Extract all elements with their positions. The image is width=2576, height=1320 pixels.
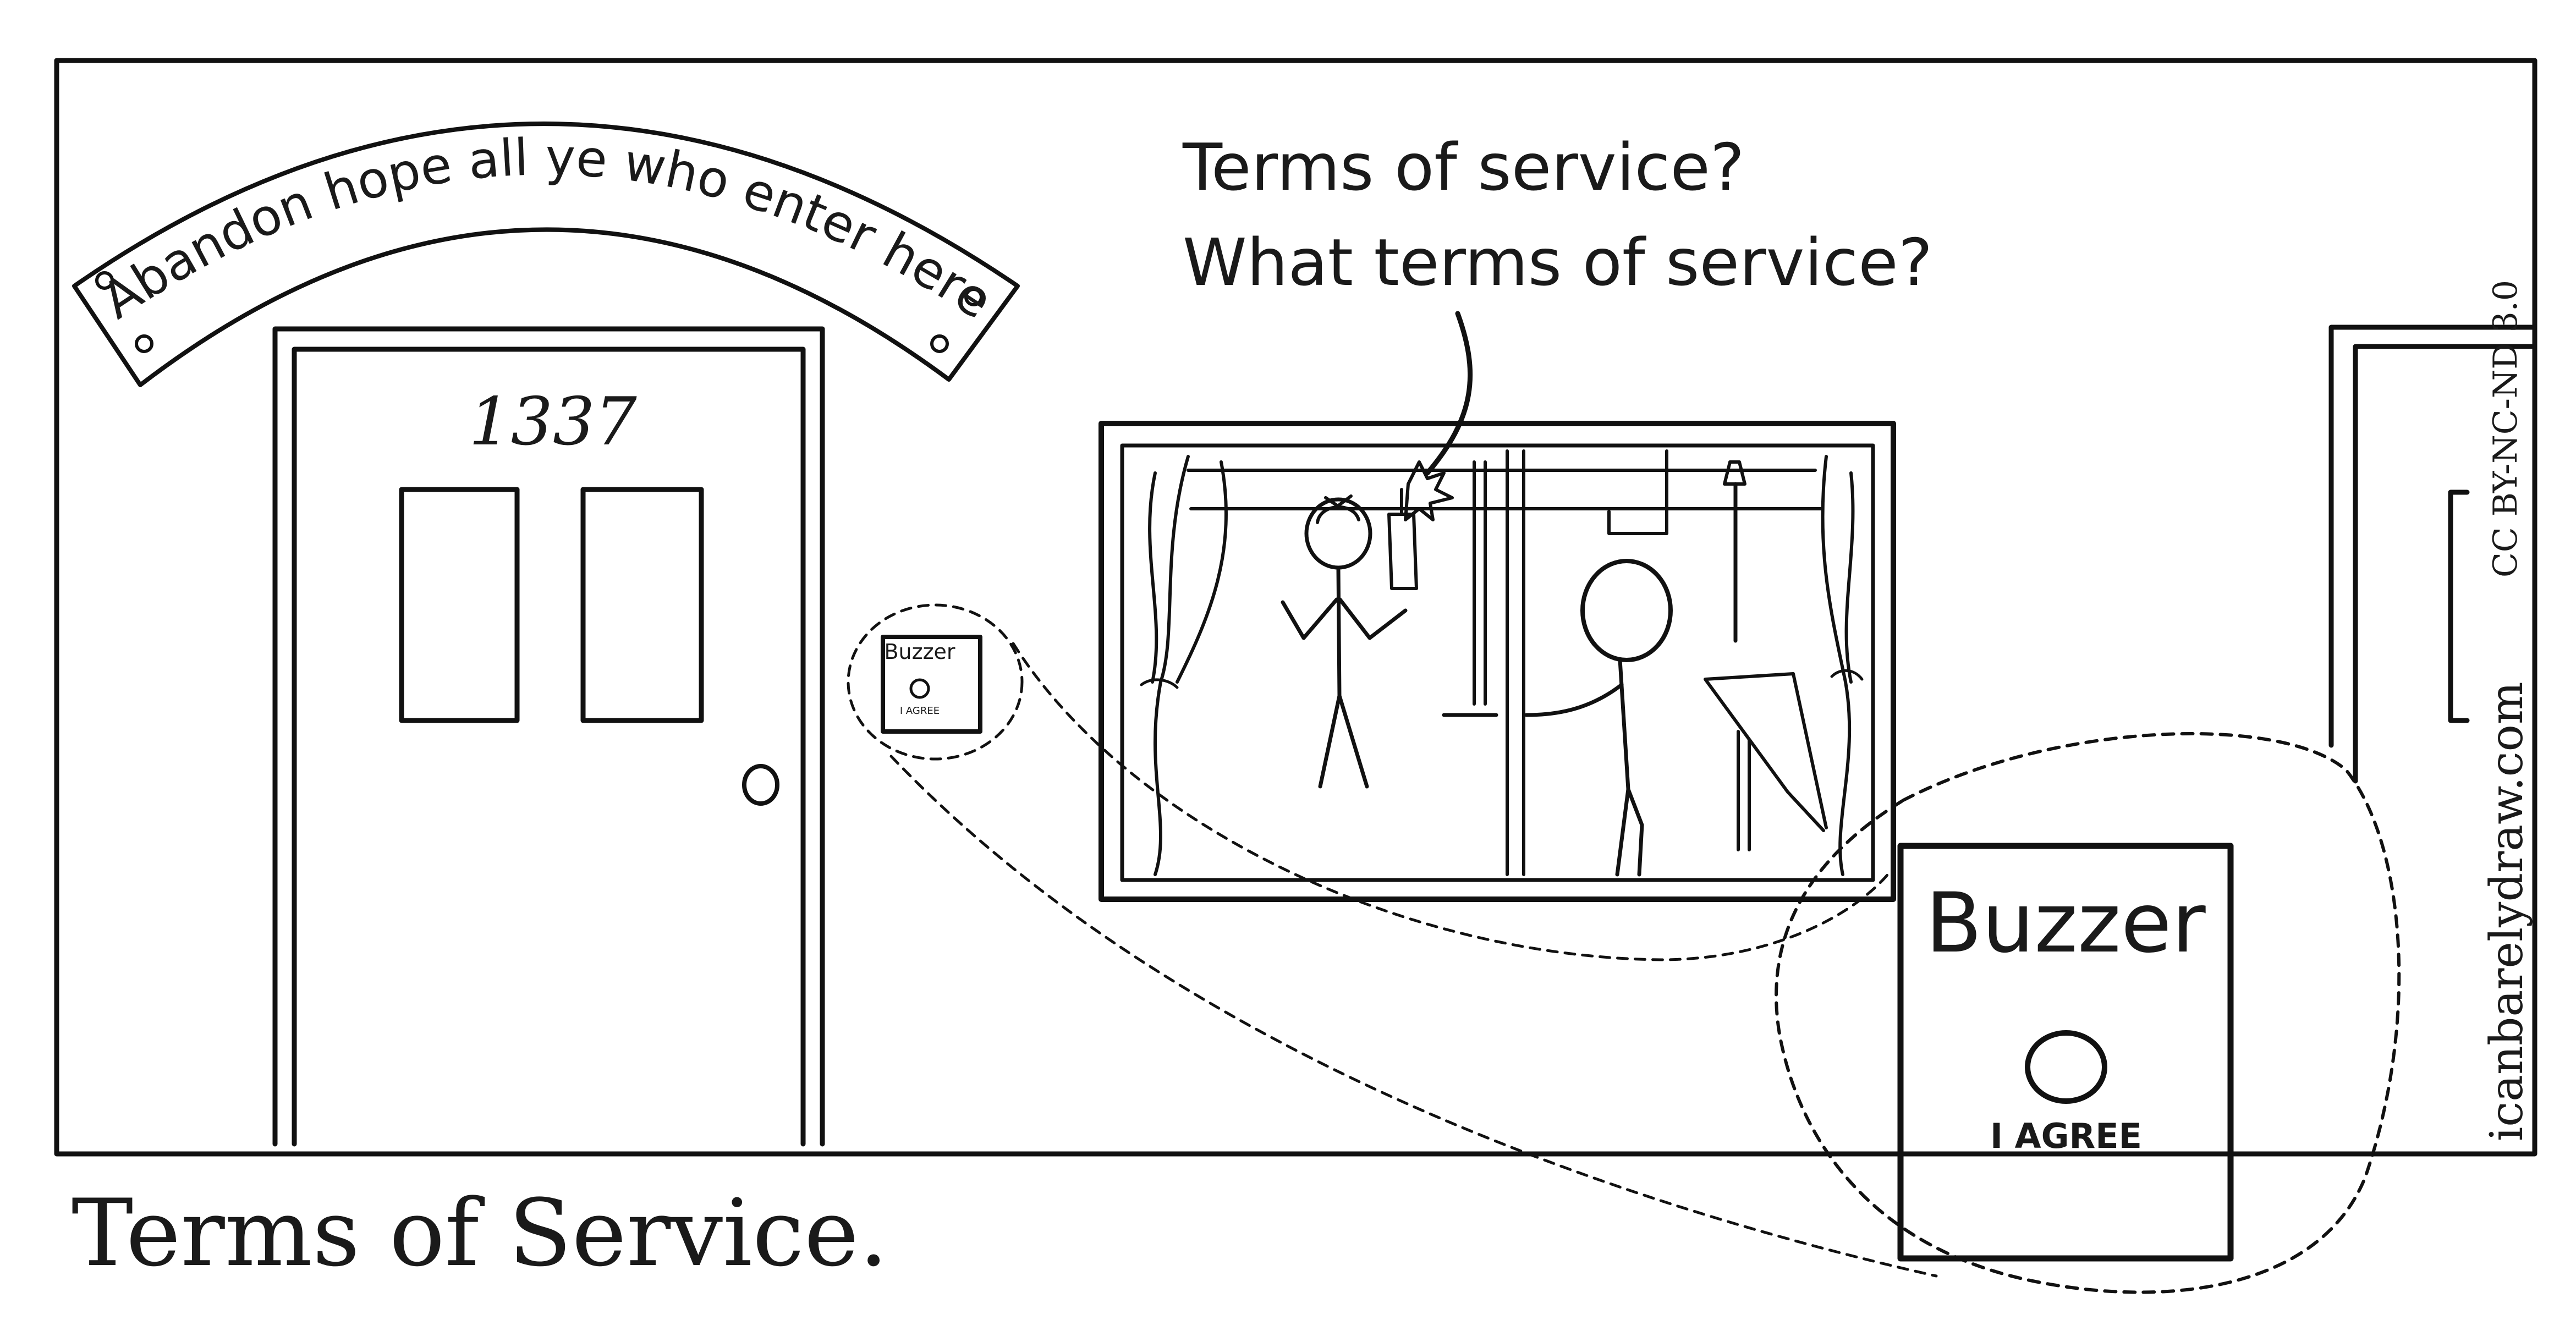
speech-bubble: Terms of service? What terms of service? xyxy=(1182,129,1932,476)
door-knob-icon xyxy=(742,764,779,806)
zoom-connector-bottom xyxy=(889,755,1938,1278)
speech-tail xyxy=(1425,311,1473,476)
buzzer-zoom-title: Buzzer xyxy=(1925,876,2206,971)
credit-license: CC BY-NC-ND 3.0 xyxy=(2486,280,2525,578)
door-edge-right xyxy=(2328,324,2537,784)
credit-site: icanbarelydraw.com xyxy=(2481,681,2533,1141)
stick-figure-man-icon xyxy=(1442,559,1673,877)
sign-bolt-icon xyxy=(135,334,153,353)
door-window-left xyxy=(399,487,520,723)
buzzer-button-icon xyxy=(2025,1030,2107,1104)
sign-bolt-icon xyxy=(964,288,983,306)
comic-caption: Terms of Service. xyxy=(72,1179,888,1287)
lamp-icon xyxy=(1723,460,1746,643)
zoom-connector-top xyxy=(1012,642,1894,961)
zoom-circle-small xyxy=(847,603,1024,761)
door: 1337 xyxy=(272,326,825,1147)
panel-border xyxy=(54,58,2537,1157)
door-number: 1337 xyxy=(469,384,637,460)
speech-line-1: Terms of service? xyxy=(1182,129,1745,205)
speech-line-2: What terms of service? xyxy=(1183,224,1932,300)
buzzer-zoom: Buzzer I AGREE xyxy=(1775,732,2401,1294)
stick-figure-woman-icon xyxy=(1281,460,1454,789)
buzzer-zoom-caption: I AGREE xyxy=(1990,1116,2142,1156)
door-window-right xyxy=(580,487,704,723)
buzzer-small-title: Buzzer xyxy=(884,640,955,664)
buzzer-small: Buzzer I AGREE xyxy=(847,603,1024,761)
sign-banner: Abandon hope all ye who enter here xyxy=(72,122,1020,387)
sign-bolt-icon xyxy=(930,334,949,353)
window xyxy=(1098,421,1896,902)
sign-bolt-icon xyxy=(95,271,114,290)
buzzer-button-icon xyxy=(909,678,930,699)
buzzer-small-caption: I AGREE xyxy=(900,705,940,717)
zoom-circle-large xyxy=(1775,732,2401,1294)
